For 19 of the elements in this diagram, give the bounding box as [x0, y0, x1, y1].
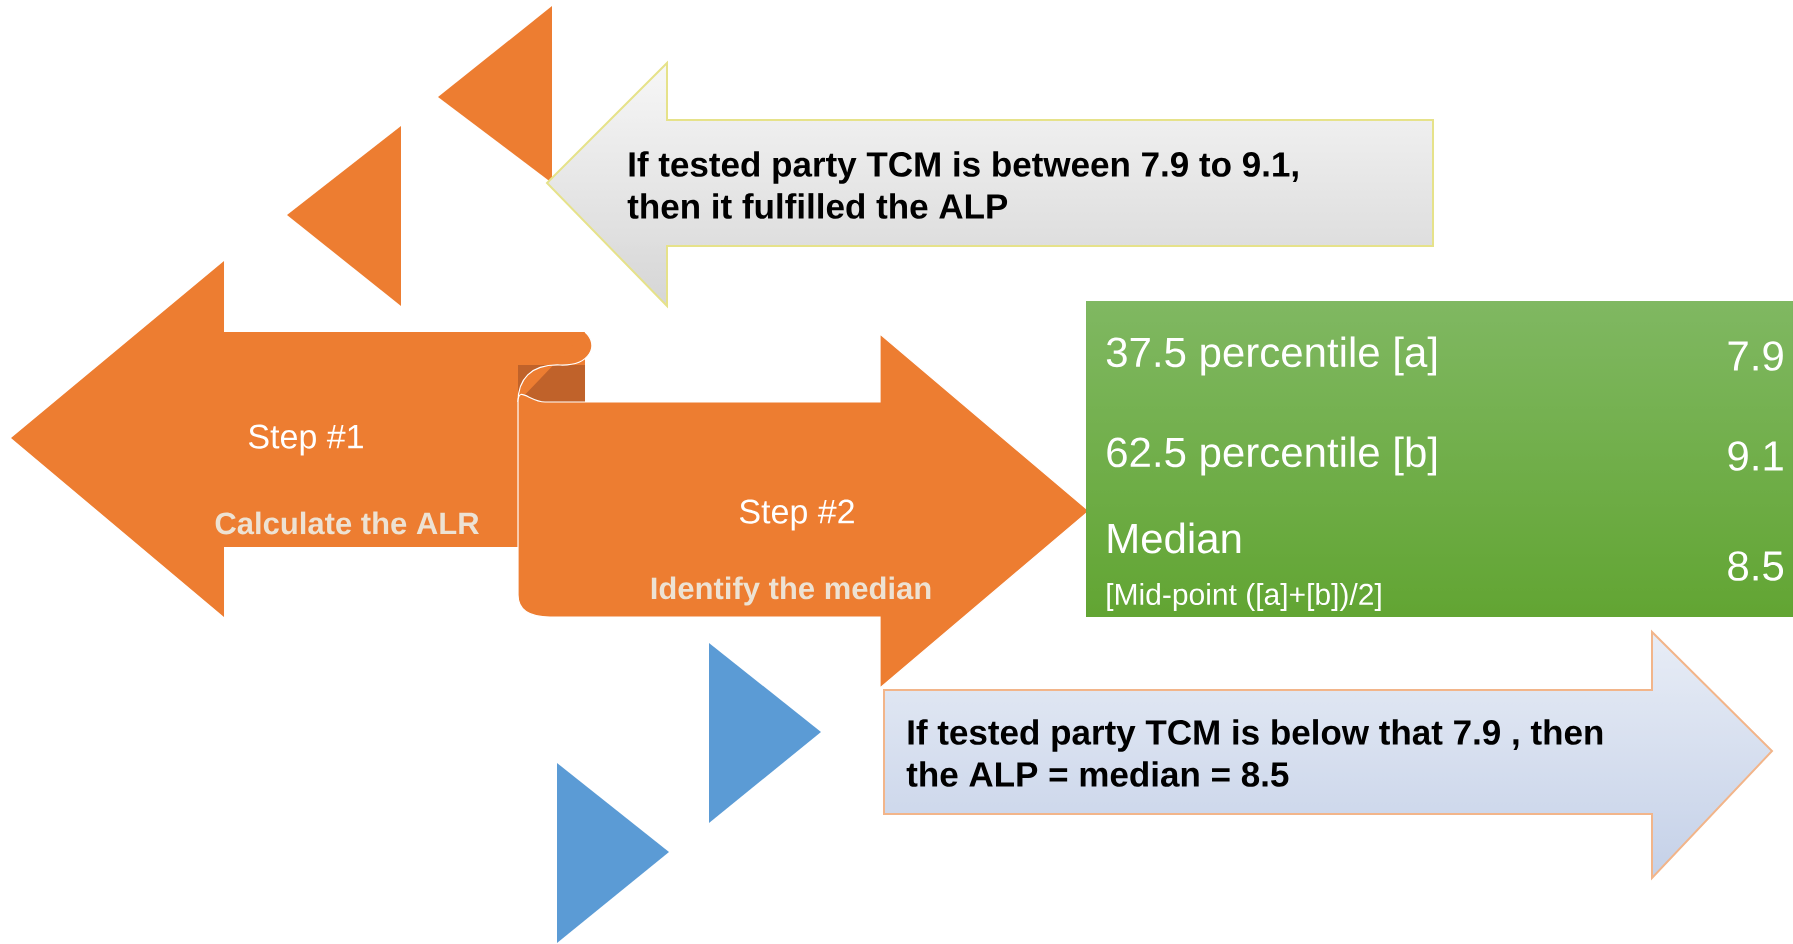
callout-text: If tested party TCM is below that 7.9 , then the ALP = median = 8.5	[906, 719, 1603, 787]
triangle	[438, 6, 552, 183]
row-label: Median	[1108, 522, 1241, 554]
callout-text: If tested party TCM is between 7.9 to 9.1, then it fulfilled the ALP	[627, 151, 1298, 219]
row-note: [Mid-point ([a]+[b])/2]	[1107, 583, 1381, 611]
row-label: 37.5 percentile [a]	[1106, 336, 1436, 376]
row-label: 62.5 percentile [b]	[1107, 436, 1436, 476]
value-table	[1086, 301, 1793, 617]
triangle	[557, 763, 669, 943]
step-description: Calculate the ALR	[215, 511, 479, 535]
triangle	[287, 126, 401, 306]
row-value: 8.5	[1728, 551, 1784, 581]
step-description: Identify the median	[651, 576, 931, 606]
step-label: Step #2	[739, 499, 854, 531]
callout-banner	[883, 629, 1774, 881]
row-value: 7.9	[1728, 341, 1783, 371]
row-value: 9.1	[1728, 441, 1783, 471]
triangle	[709, 643, 821, 823]
step-label: Step #1	[248, 424, 363, 456]
